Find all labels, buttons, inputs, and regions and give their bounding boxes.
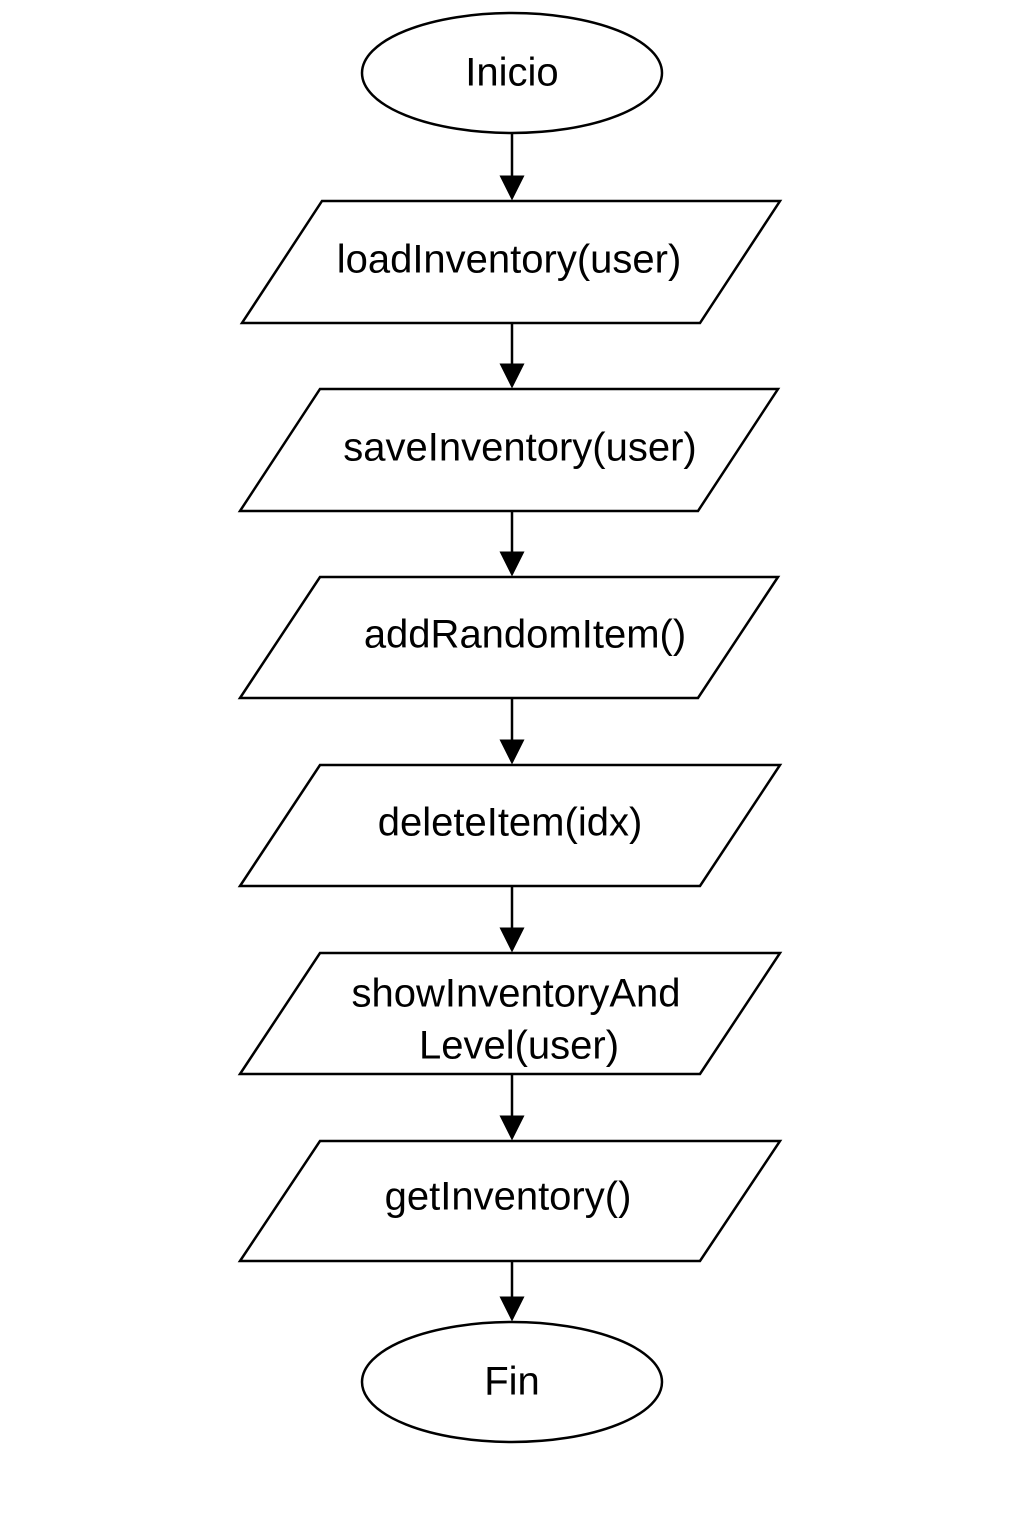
step-3-label: addRandomItem() xyxy=(364,613,686,657)
step-5-shape xyxy=(237,951,783,1076)
step-2-shape xyxy=(237,387,781,513)
step-add-random-item: addRandomItem() xyxy=(237,575,781,700)
step-6-label: getInventory() xyxy=(385,1175,632,1219)
start-node: Inicio xyxy=(360,11,664,135)
step-1-shape xyxy=(239,199,783,325)
step-3-shape xyxy=(237,575,781,700)
start-ellipse xyxy=(360,11,664,135)
step-5-label-line-1: showInventoryAnd xyxy=(351,972,680,1016)
step-6-shape xyxy=(237,1139,783,1263)
step-load-inventory: loadInventory(user) xyxy=(239,199,783,325)
end-node: Fin xyxy=(360,1320,664,1444)
end-ellipse xyxy=(360,1320,664,1444)
step-4-shape xyxy=(237,763,783,888)
step-save-inventory: saveInventory(user) xyxy=(237,387,781,513)
step-2-label: saveInventory(user) xyxy=(343,426,696,470)
step-1-label: loadInventory(user) xyxy=(337,238,682,282)
step-show-inventory-and-level: showInventoryAnd Level(user) xyxy=(237,951,783,1076)
step-get-inventory: getInventory() xyxy=(237,1139,783,1263)
step-4-label: deleteItem(idx) xyxy=(378,801,643,845)
step-delete-item: deleteItem(idx) xyxy=(237,763,783,888)
start-label: Inicio xyxy=(465,51,558,95)
step-5-label-line-2: Level(user) xyxy=(419,1024,619,1068)
end-label: Fin xyxy=(484,1360,540,1404)
